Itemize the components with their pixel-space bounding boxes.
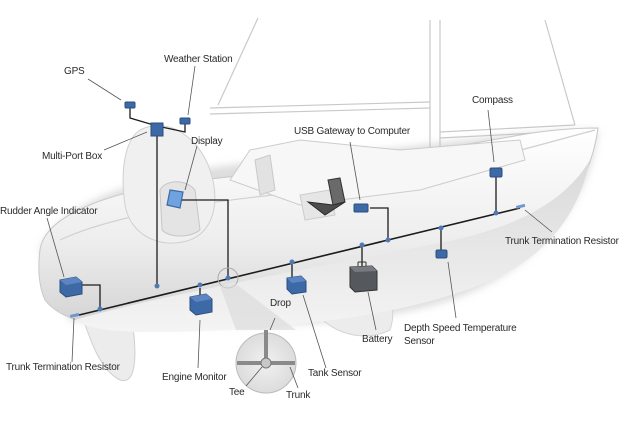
- rigging: [209, 17, 576, 165]
- detail-callout-beam: [220, 284, 296, 330]
- label-compass: Compass: [472, 95, 513, 106]
- forestay: [544, 19, 576, 126]
- label-weather-station: Weather Station: [164, 54, 233, 65]
- label-rudder-angle-indicator: Rudder Angle Indicator: [0, 206, 98, 217]
- label-drop: Drop: [270, 298, 291, 309]
- label-tee: Tee: [229, 387, 245, 398]
- device-gps: [124, 101, 136, 109]
- leader-lines: [46, 65, 553, 389]
- drop-usb: [370, 207, 389, 240]
- device-battery: [349, 261, 378, 293]
- label-multi-port-box: Multi-Port Box: [42, 151, 102, 162]
- trunk-line: [74, 207, 521, 317]
- label-trunk-termination-resistor-bow: Trunk Termination Resistor: [505, 236, 619, 247]
- label-trunk: Trunk: [286, 390, 311, 401]
- label-battery: Battery: [362, 334, 393, 345]
- device-tank-sensor: [286, 275, 307, 295]
- device-laptop: [306, 177, 346, 216]
- companionway: [254, 154, 276, 196]
- label-display: Display: [191, 136, 223, 147]
- device-multi-port-box: [150, 122, 164, 137]
- tee-connectors: [97, 210, 499, 312]
- device-usb-gateway: [353, 203, 369, 213]
- device-weather-station: [179, 117, 191, 125]
- boom: [209, 101, 431, 115]
- tee-detail: [260, 357, 272, 369]
- drop-display: [180, 199, 229, 277]
- termination-resistor-bow: [515, 203, 526, 209]
- trunk-cable: [74, 207, 521, 317]
- device-rudder-angle-indicator: [59, 276, 83, 298]
- mast: [429, 20, 441, 165]
- helm-pedestal: [159, 181, 201, 237]
- device-depth-speed-temp-sensor: [435, 249, 448, 259]
- label-engine-monitor: Engine Monitor: [162, 372, 227, 383]
- termination-resistor-stern: [69, 312, 80, 318]
- hull-lower: [75, 160, 590, 332]
- label-depth-speed-temp-line1: Depth Speed Temperature: [404, 323, 517, 334]
- backstay: [217, 17, 259, 106]
- drop-rudder: [80, 284, 101, 308]
- label-usb-gateway: USB Gateway to Computer: [294, 126, 411, 137]
- device-display: [166, 189, 184, 209]
- label-gps: GPS: [64, 66, 85, 77]
- label-trunk-termination-resistor-stern: Trunk Termination Resistor: [6, 362, 120, 373]
- detail-connectors: [237, 330, 295, 369]
- drop-cable-detail: [264, 330, 268, 362]
- label-depth-speed-temp-line2: Sensor: [404, 336, 435, 347]
- label-tank-sensor: Tank Sensor: [308, 368, 362, 379]
- device-engine-monitor: [189, 293, 213, 316]
- device-compass: [489, 167, 503, 178]
